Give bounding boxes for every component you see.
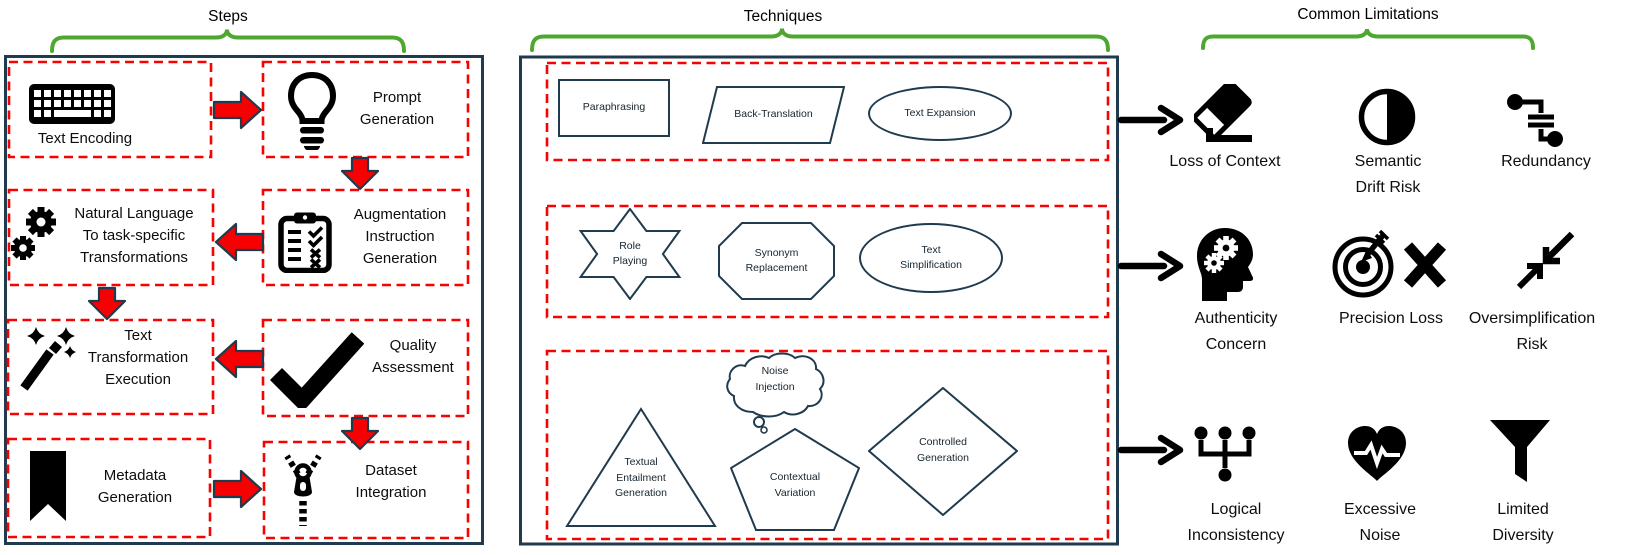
red-arrow-down-3 [340,416,380,451]
step-label-prompt-generation: Prompt Generation [359,89,435,128]
gears-icon [11,207,56,260]
step-box-nl-transformations [7,188,215,287]
bookmark-icon [30,451,66,521]
technique-label-noise-injection: Noise Injection [755,365,795,393]
technique-label-paraphrasing: Paraphrasing [582,101,646,114]
technique-shape-back-translation: Back-Translation [702,86,845,144]
techniques-panel-border [519,55,1119,546]
limitations-header: Common Limitations [1297,6,1439,23]
step-label-dataset-integration: Dataset Integration [355,462,427,501]
step-label-nl-transformations: Natural Language To task-specific Transf… [74,205,194,266]
technique-label-text-expansion: Text Expansion [904,106,976,119]
technique-label-synonym-replacement: Synonym Replacement [745,246,808,275]
techniques-header: Techniques [743,8,823,25]
technique-shape-contextual-variation: Contextual Variation [730,428,860,531]
technique-group-row-2 [545,204,1110,319]
steps-panel-border [4,55,484,545]
collapse-arrows-icon [1516,231,1575,290]
technique-label-textual-entailment: Textual Entailment Generation [615,456,667,499]
flow-arrow-row-1 [1117,104,1184,136]
limitation-label-oversimplification: Oversimplification Risk [1468,310,1596,353]
step-label-text-transformation: Text Transformation Execution [87,327,189,388]
red-arrow-left-2 [214,339,265,379]
magic-wand-icon [20,327,76,391]
step-label-text-encoding: Text Encoding [37,130,133,147]
limitation-label-limited-diversity: Limited Diversity [1492,501,1554,544]
red-arrow-down-2 [87,286,127,321]
step-box-text-encoding [7,60,213,159]
technique-shape-noise-injection: Noise Injection [723,350,835,436]
technique-shape-text-simplification: Text Simplification [859,223,1003,293]
flow-arrow-row-2 [1117,250,1184,282]
half-circle-icon [1358,88,1416,146]
technique-label-back-translation: Back-Translation [734,108,813,121]
steps-header: Steps [208,8,248,25]
technique-group-row-3 [545,349,1110,541]
step-box-text-transformation [6,318,215,416]
checkmark-icon [269,332,364,408]
red-arrow-right-1 [212,90,263,130]
step-label-quality-assessment: Quality Assessment [372,337,454,376]
step-box-metadata-generation [6,437,212,539]
step-box-prompt-generation [261,60,470,159]
funnel-icon [1490,420,1550,482]
technique-group-row-1 [545,61,1110,162]
technique-shape-text-expansion: Text Expansion [868,86,1012,141]
limitation-label-authenticity: Authenticity Concern [1194,310,1278,353]
target-x-icon [1332,230,1446,298]
step-label-augmentation-instruction: Augmentation Instruction Generation [353,206,447,267]
eraser-icon [1194,84,1252,142]
technique-shape-textual-entailment: Textual Entailment Generation [565,407,717,528]
limitation-label-logical-inconsistency: Logical Inconsistency [1187,501,1285,544]
techniques-brace [530,28,1110,52]
heart-pulse-icon [1348,426,1406,481]
technique-shape-controlled-generation: Controlled Generation [868,387,1018,516]
redundancy-icon [1507,94,1563,147]
keyboard-icon [29,84,115,124]
red-arrow-down-1 [340,156,380,191]
technique-label-contextual-variation: Contextual Variation [769,471,821,499]
limitation-label-redundancy: Redundancy [1501,153,1591,170]
limitation-label-semantic-drift: Semantic Drift Risk [1354,153,1422,196]
flow-arrow-row-3 [1117,434,1184,466]
lightbulb-icon [287,72,337,150]
limitations-brace [1201,28,1535,50]
hierarchy-icon [1194,426,1256,482]
technique-shape-synonym-replacement: Synonym Replacement [718,222,835,300]
head-gears-icon [1197,228,1254,301]
limitation-label-precision-loss: Precision Loss [1338,310,1444,327]
technique-label-text-simplification: Text Simplification [900,243,962,272]
technique-label-role-playing: Role Playing [612,239,648,268]
technique-label-controlled-generation: Controlled Generation [917,436,969,464]
steps-brace [50,29,406,53]
limitation-label-excessive-noise: Excessive Noise [1343,501,1417,544]
limitation-label-loss-of-context: Loss of Context [1169,153,1281,170]
technique-shape-role-playing: Role Playing [573,208,687,300]
zipper-icon [284,454,322,526]
red-arrow-left-1 [214,222,265,262]
step-label-metadata-generation: Metadata Generation [97,467,173,506]
technique-shape-paraphrasing: Paraphrasing [558,79,670,137]
red-arrow-right-2 [212,469,263,509]
clipboard-icon [278,212,332,273]
